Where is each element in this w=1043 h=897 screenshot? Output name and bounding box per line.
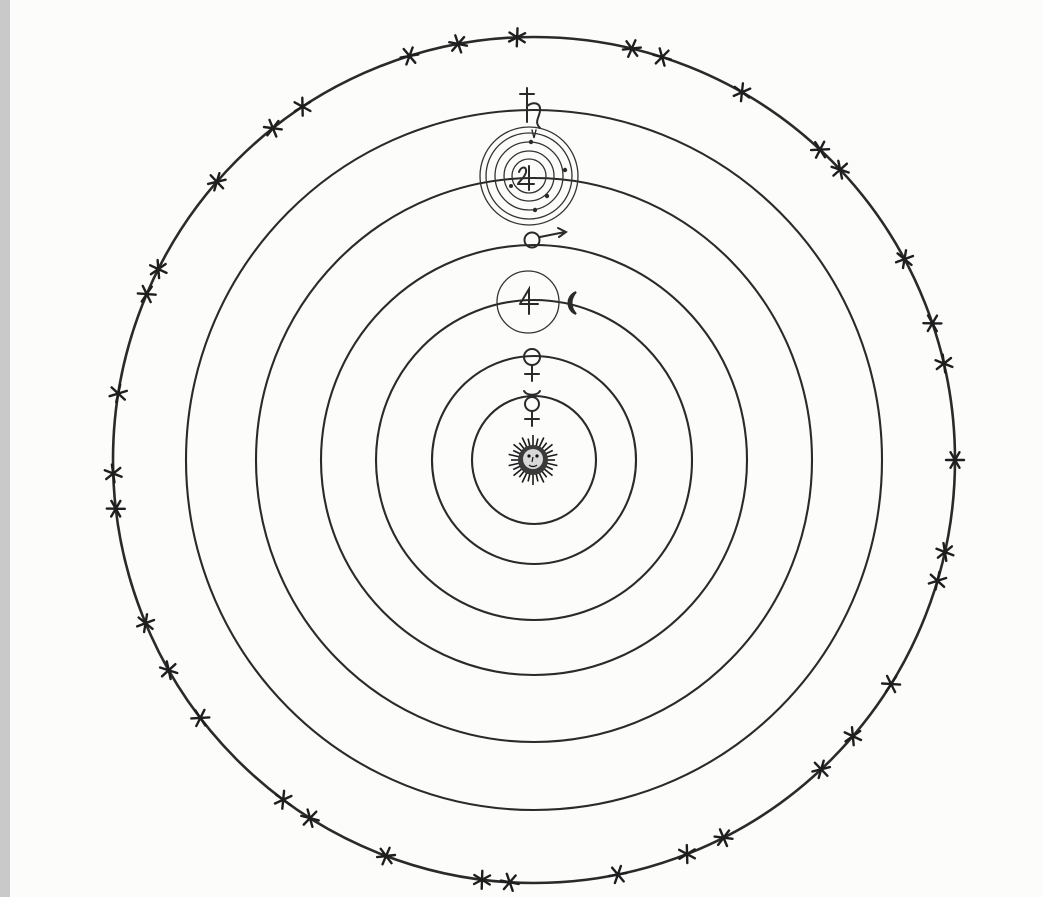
- fixed-star-icon: [138, 286, 156, 302]
- fixed-star-icon: [653, 48, 670, 65]
- fixed-star-icon: [160, 661, 177, 679]
- saturn-symbol-icon: [520, 88, 540, 138]
- fixed-star-icon: [301, 810, 318, 827]
- fixed-star-icon: [623, 40, 641, 57]
- fixed-star-icon: [150, 260, 166, 278]
- fixed-star-icon: [191, 710, 209, 726]
- fixed-star-icon: [295, 98, 311, 116]
- fixed-star-icon: [609, 866, 627, 883]
- fixed-star-icon: [501, 874, 519, 891]
- fixed-star-icon: [377, 848, 395, 865]
- fixed-star-icon: [137, 614, 154, 632]
- fixed-star-icon: [923, 315, 941, 331]
- fixed-star-icon: [936, 355, 953, 373]
- jupiter-moon-markers: [509, 140, 567, 212]
- fixed-star-icon: [896, 250, 913, 268]
- venus-symbol-icon: [524, 349, 540, 381]
- earth-symbol-icon: [520, 289, 538, 314]
- fixed-star-icon: [679, 845, 695, 863]
- sun-face-icon: [509, 435, 558, 485]
- jupiter-system: [480, 127, 578, 225]
- fixed-star-icon: [734, 83, 750, 101]
- fixed-star-icon: [401, 48, 419, 65]
- fixed-star-icon: [275, 791, 291, 809]
- fixed-star-icon: [715, 829, 733, 846]
- fixed-star-icon: [105, 465, 122, 483]
- fixed-star-icon: [937, 543, 954, 561]
- fixed-star-icon: [929, 572, 946, 590]
- fixed-star-icon: [882, 676, 900, 692]
- crescent-moon-symbol-icon: [569, 292, 577, 314]
